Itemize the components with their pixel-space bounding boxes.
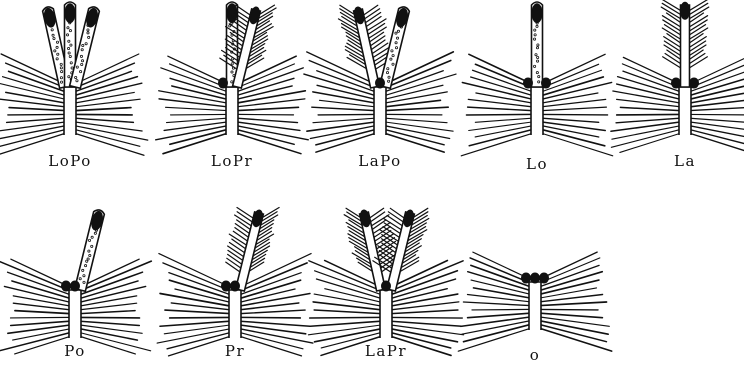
panel-label: LoPo [15, 152, 125, 170]
panel-po [0, 210, 151, 354]
panel-label: LoPr [177, 152, 287, 170]
panel-lapo [304, 5, 456, 152]
panel-o [458, 252, 611, 351]
panel-la [611, 0, 744, 152]
panel-lo [461, 2, 612, 156]
panel-lapr [308, 208, 463, 355]
panel-label: LaPo [325, 152, 435, 170]
panel-pr [157, 208, 313, 356]
panel-label: Po [20, 342, 130, 360]
panel-label: Lo [482, 155, 592, 173]
panel-lopo [0, 2, 148, 155]
panel-label: Pr [180, 342, 290, 360]
panel-label: LaPr [331, 342, 441, 360]
panel-lopr [156, 2, 309, 154]
panel-label: La [630, 152, 740, 170]
panel-label: o [480, 346, 590, 364]
